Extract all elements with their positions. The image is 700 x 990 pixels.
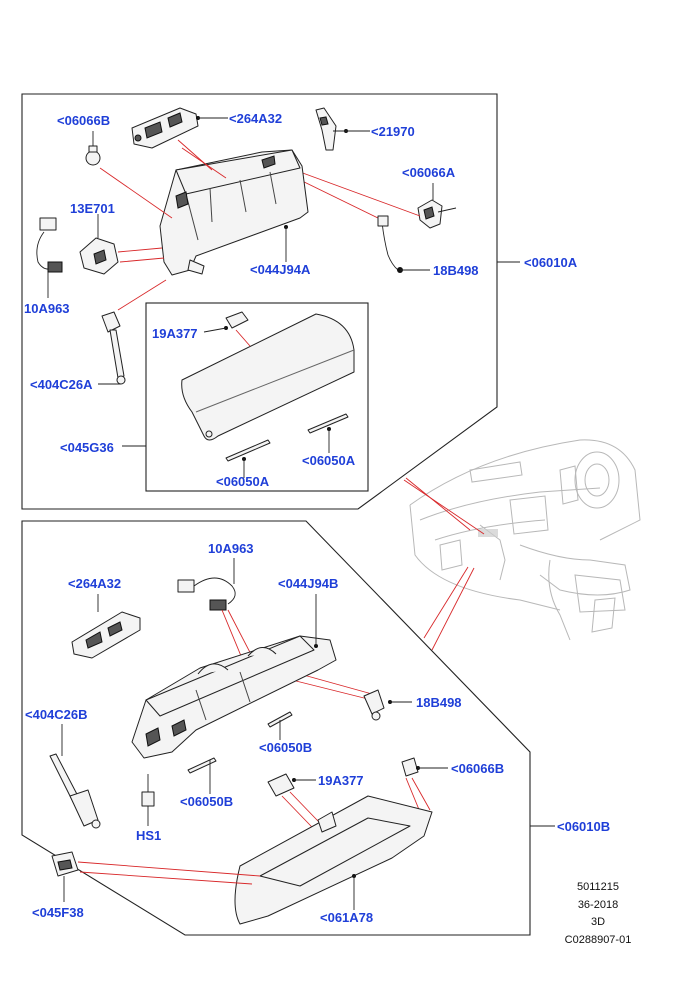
ref-line-4: C0288907-01 bbox=[565, 934, 632, 946]
callout-044J94A[interactable]: <044J94A bbox=[250, 262, 311, 277]
callout-404C26A[interactable]: <404C26A bbox=[30, 377, 93, 392]
part-06050B-pins bbox=[187, 711, 293, 794]
callout-264A32-lower[interactable]: <264A32 bbox=[68, 576, 121, 591]
callout-045G36[interactable]: <045G36 bbox=[60, 440, 114, 455]
part-10A963-harness-upper bbox=[36, 217, 63, 298]
callout-13E701[interactable]: 13E701 bbox=[70, 201, 115, 216]
part-045F38-bumper bbox=[51, 851, 261, 902]
part-264A32-latch-lower bbox=[71, 594, 141, 659]
ref-line-1: 5011215 bbox=[577, 881, 619, 893]
callout-06010A[interactable]: <06010A bbox=[524, 255, 578, 270]
part-06050A-pins bbox=[225, 413, 349, 478]
part-13E701-switch bbox=[79, 214, 119, 275]
callouts-upper: <06066B <264A32 <21970 <06066A 13E701 10… bbox=[24, 111, 578, 489]
dashboard-ghost-illustration bbox=[409, 439, 641, 641]
part-264A32-latch-upper bbox=[131, 107, 228, 149]
callout-06050B-upper[interactable]: <06050B bbox=[259, 740, 312, 755]
red-leader-404C26A bbox=[117, 279, 167, 311]
callout-06050A-right[interactable]: <06050A bbox=[302, 453, 356, 468]
part-044J94A-housing-upper bbox=[159, 149, 309, 276]
part-044J94B-housing-lower bbox=[131, 594, 337, 759]
part-18B498-switch-lower bbox=[363, 689, 412, 721]
part-06066A-clip-assembly bbox=[417, 183, 457, 229]
callout-06066B-lower[interactable]: <06066B bbox=[451, 761, 504, 776]
drawing-reference-block: 5011215 36-2018 3D C0288907-01 bbox=[565, 881, 632, 946]
ref-line-3: 3D bbox=[591, 916, 605, 928]
callout-HS1[interactable]: HS1 bbox=[136, 828, 161, 843]
callout-06050A-bottom[interactable]: <06050A bbox=[216, 474, 270, 489]
callout-10A963-lower[interactable]: 10A963 bbox=[208, 541, 254, 556]
callout-10A963-upper[interactable]: 10A963 bbox=[24, 301, 70, 316]
part-404C26B-damper bbox=[49, 724, 101, 829]
part-061A78-glovebox-lower bbox=[234, 795, 433, 925]
frame-upper bbox=[21, 93, 498, 510]
part-10A963-harness-lower bbox=[177, 558, 236, 611]
part-06066B-clip-lower bbox=[401, 757, 448, 813]
callout-18B498-upper[interactable]: 18B498 bbox=[433, 263, 479, 278]
callout-19A377-lower[interactable]: 19A377 bbox=[318, 773, 364, 788]
red-leader-06066B bbox=[99, 167, 173, 219]
callout-19A377-upper[interactable]: 19A377 bbox=[152, 326, 198, 341]
part-18B498-harness-upper bbox=[377, 215, 430, 273]
part-19A377-lock-upper bbox=[203, 311, 251, 347]
red-leader-13E701 bbox=[117, 247, 163, 253]
part-HS1-screw bbox=[141, 774, 155, 826]
callout-18B498-lower[interactable]: 18B498 bbox=[416, 695, 462, 710]
ref-line-2: 36-2018 bbox=[578, 899, 618, 911]
frame-glovebox-lid-inset bbox=[145, 302, 369, 492]
callout-061A78[interactable]: <061A78 bbox=[320, 910, 373, 925]
part-404C26A-damper bbox=[98, 311, 126, 385]
callout-264A32-upper[interactable]: <264A32 bbox=[229, 111, 282, 126]
callout-06010B[interactable]: <06010B bbox=[557, 819, 610, 834]
red-leader-06066A-b bbox=[299, 171, 421, 217]
callout-045F38[interactable]: <045F38 bbox=[32, 905, 84, 920]
callout-06050B-lower[interactable]: <06050B bbox=[180, 794, 233, 809]
part-045G36-lid bbox=[181, 313, 355, 441]
red-leader-18B498-lower-b bbox=[299, 673, 373, 695]
red-leader-13E701-b bbox=[119, 257, 165, 263]
frame-lower bbox=[21, 520, 531, 936]
red-leader-18B498-lower bbox=[291, 679, 373, 701]
callout-21970[interactable]: <21970 bbox=[371, 124, 415, 139]
callout-06066A[interactable]: <06066A bbox=[402, 165, 456, 180]
callouts-lower: 10A963 <264A32 <044J94B 18B498 <404C26B … bbox=[25, 541, 610, 925]
red-leader-264A32-b bbox=[181, 147, 227, 179]
callout-06066B-upper[interactable]: <06066B bbox=[57, 113, 110, 128]
red-leaders-dashboard bbox=[403, 477, 485, 651]
part-21970-bracket bbox=[315, 107, 370, 151]
part-06066B-clip-upper bbox=[85, 131, 101, 166]
red-leader-06066A bbox=[295, 177, 383, 221]
callout-404C26B[interactable]: <404C26B bbox=[25, 707, 88, 722]
callout-044J94B[interactable]: <044J94B bbox=[278, 576, 338, 591]
